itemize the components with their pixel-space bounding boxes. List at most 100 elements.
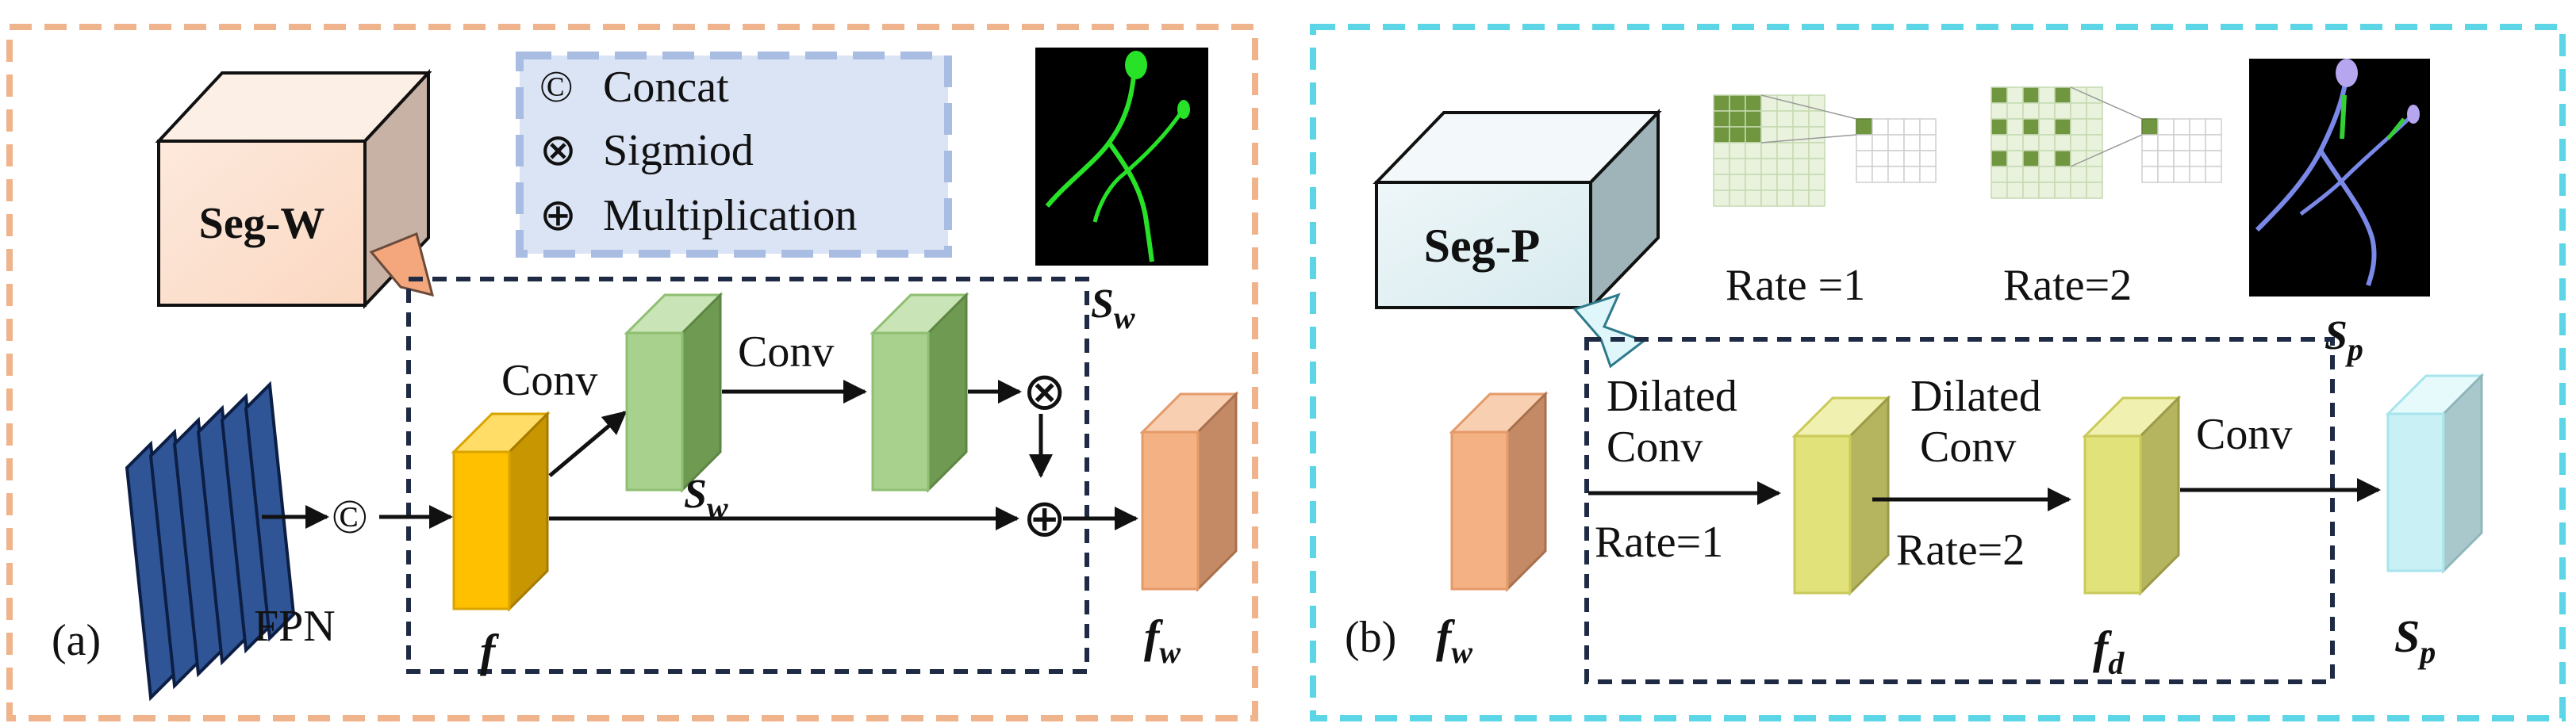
- grid-cell: [1808, 110, 1825, 128]
- grid-cell: [2141, 150, 2159, 167]
- legend-concat-label: Concat: [603, 63, 729, 112]
- grid-cell: [1713, 126, 1730, 143]
- grid-cell: [1872, 166, 1889, 183]
- grid-cell: [2070, 166, 2087, 183]
- grid-cell: [1713, 174, 1730, 191]
- grid-cell: [2038, 102, 2056, 120]
- dilated-conv2-line1: Dilated: [1910, 372, 2041, 421]
- grid-cell: [1991, 150, 2008, 167]
- seg-w-label: Seg-W: [199, 199, 325, 248]
- grid-cell: [1808, 189, 1825, 207]
- grid-cell: [2006, 166, 2024, 183]
- legend-sigmoid-label: Sigmiod: [603, 126, 754, 175]
- grid-cell: [1808, 174, 1825, 191]
- grid-cell: [1713, 189, 1730, 207]
- grid-cell: [2173, 134, 2190, 151]
- grid-cell: [2070, 134, 2087, 151]
- grid-cell: [2189, 118, 2206, 136]
- grid-cell: [2022, 182, 2040, 199]
- grid-cell: [2086, 102, 2103, 120]
- grid-cell: [2006, 182, 2024, 199]
- panel-b-tag: (b): [1345, 613, 1396, 662]
- grid-cell: [1776, 142, 1794, 159]
- fw-block-a: [1139, 391, 1239, 592]
- grid-cell: [2070, 102, 2087, 120]
- grid-cell: [2173, 166, 2190, 183]
- rate1-kernel-illustration: [1713, 94, 1937, 207]
- grid-cell: [2006, 86, 2024, 104]
- grid-cell: [2070, 150, 2087, 167]
- projection-line: [2070, 134, 2143, 167]
- grid-cell: [2189, 134, 2206, 151]
- projection-line: [1760, 134, 1857, 143]
- grid-cell: [1808, 142, 1825, 159]
- grid-cell: [1887, 150, 1905, 167]
- grid-cell: [1919, 150, 1937, 167]
- grid-cell: [1745, 158, 1762, 175]
- concat-op: ©: [332, 491, 368, 543]
- rate2-kernel-illustration: [1991, 86, 2222, 199]
- grid-cell: [2070, 86, 2087, 104]
- seg-p-pointer-arrow: [1572, 293, 1647, 369]
- grid-cell: [2006, 150, 2024, 167]
- grid-cell: [1729, 158, 1746, 175]
- grid-cell: [1745, 142, 1762, 159]
- grid-cell: [2205, 118, 2222, 136]
- grid-cell: [2022, 150, 2040, 167]
- grid-cell: [2038, 118, 2056, 136]
- grid-cell: [1792, 189, 1810, 207]
- grid-cell: [2038, 86, 2056, 104]
- grid-cell: [1776, 189, 1794, 207]
- fd-block: [2082, 395, 2182, 596]
- grid-cell: [1760, 126, 1778, 143]
- grid-cell: [1872, 150, 1889, 167]
- conv1-label: Conv: [501, 356, 597, 405]
- panel-a-border: [6, 24, 1258, 721]
- grid-cell: [1887, 118, 1905, 136]
- grid-cell: [1760, 110, 1778, 128]
- dilated-conv1-line2: Conv: [1607, 423, 1703, 472]
- grid-cell: [1856, 166, 1873, 183]
- legend-concat-symbol: ©: [539, 63, 574, 112]
- dilated1-block: [1791, 395, 1891, 596]
- grid-cell: [1713, 142, 1730, 159]
- panel-a-tag: (a): [52, 616, 101, 665]
- grid-cell: [1991, 102, 2008, 120]
- grid-cell: [2054, 150, 2071, 167]
- grid-cell: [1745, 189, 1762, 207]
- grid-cell: [1760, 158, 1778, 175]
- grid-cell: [1729, 110, 1746, 128]
- grid-cell: [2054, 166, 2071, 183]
- sp-thumbnail: [2249, 59, 2430, 297]
- sp-label: Sp: [2394, 610, 2436, 670]
- sp-block: [2385, 373, 2485, 574]
- grid-cell: [1808, 126, 1825, 143]
- grid-cell: [1713, 110, 1730, 128]
- grid-cell: [2022, 102, 2040, 120]
- grid-cell: [1729, 126, 1746, 143]
- grid-cell: [2173, 150, 2190, 167]
- grid-cell: [2022, 118, 2040, 136]
- projection-line: [2070, 86, 2143, 120]
- grid-cell: [1792, 158, 1810, 175]
- grid-cell: [2054, 86, 2071, 104]
- grid-cell: [2086, 182, 2103, 199]
- conv2-label: Conv: [738, 327, 834, 377]
- sw-thumb-label: Sw: [1091, 281, 1135, 335]
- panel-a: Seg-W © Concat ⊗ Sigmiod ⊕ Multiplicatio…: [6, 24, 1258, 721]
- grid-cell: [1792, 142, 1810, 159]
- grid-cell: [2157, 166, 2175, 183]
- grid-cell: [1919, 118, 1937, 136]
- grid-cell: [2189, 166, 2206, 183]
- conv2-block: [870, 292, 969, 493]
- legend-sigmoid-symbol: ⊗: [539, 126, 577, 175]
- grid-cell: [1872, 134, 1889, 151]
- grid-cell: [2054, 118, 2071, 136]
- grid-cell: [2141, 118, 2159, 136]
- grid-cell: [1760, 174, 1778, 191]
- grid-cell: [1887, 166, 1905, 183]
- seg-p-module-region: [1584, 337, 2335, 684]
- legend-mult-label: Multiplication: [603, 191, 857, 240]
- grid-cell: [2173, 118, 2190, 136]
- grid-cell: [1713, 94, 1730, 112]
